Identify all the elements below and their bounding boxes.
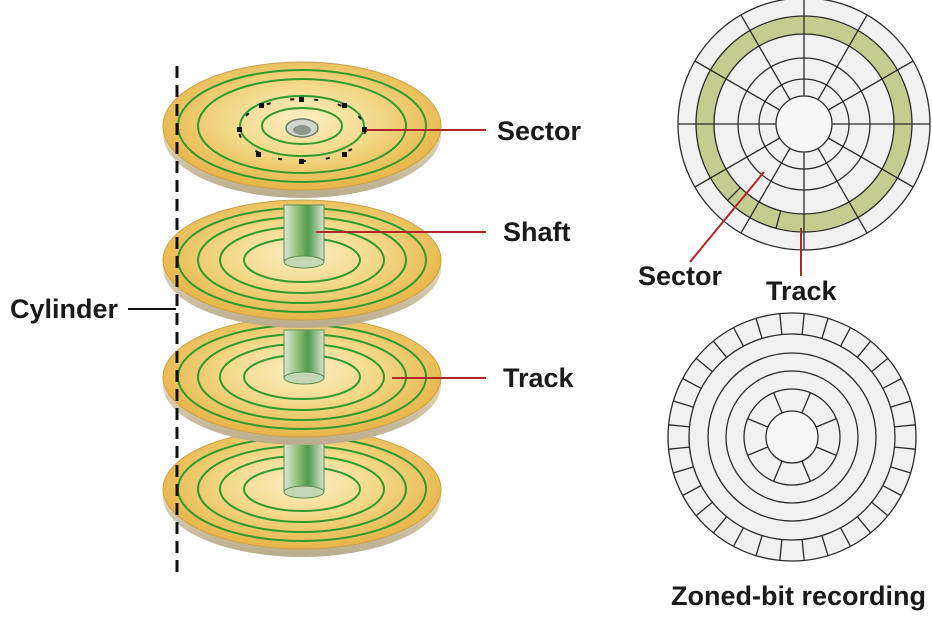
zoned-bit-diagram — [667, 312, 917, 562]
zbr-sector-divider — [695, 357, 713, 373]
zbr-sector-divider — [682, 485, 702, 497]
zbr-sector-divider — [682, 377, 702, 389]
zbr-sector-divider — [732, 527, 744, 547]
zbr-sector-divider — [755, 318, 763, 339]
zbr-sector-divider — [712, 340, 728, 358]
zbr-sector-divider — [668, 446, 690, 450]
zbr-sector-divider — [856, 340, 872, 358]
zbr-sector-divider — [747, 446, 769, 456]
label-track-diagram: Track — [766, 276, 838, 306]
zbr-sector-divider — [668, 424, 690, 428]
zbr-sector-divider — [840, 327, 852, 347]
platter-stack — [162, 61, 442, 557]
zbr-sector-divider — [871, 357, 889, 373]
label-track-stack: Track — [503, 363, 575, 393]
zbr-sector-divider — [856, 516, 872, 534]
zbr-sector-divider — [821, 535, 829, 556]
zbr-sector-divider — [773, 392, 783, 414]
zbr-sector-divider — [673, 466, 694, 474]
zbr-sector-divider — [673, 400, 694, 408]
zbr-sector-divider — [890, 466, 911, 474]
zbr-sector-divider — [779, 539, 783, 561]
zbr-sector-divider — [747, 418, 769, 428]
zbr-sector-divider — [815, 418, 837, 428]
label-shaft: Shaft — [503, 217, 571, 247]
platter-1 — [162, 61, 442, 198]
zbr-sector-divider — [801, 460, 811, 482]
zbr-sector-divider — [871, 501, 889, 517]
zbr-sector-divider — [815, 446, 837, 456]
zbr-sector-divider — [695, 501, 713, 517]
zbr-sector-divider — [840, 527, 852, 547]
label-sector-stack: Sector — [497, 116, 582, 146]
diagram-sector-leader-line — [689, 171, 765, 263]
label-sector-diagram: Sector — [638, 261, 723, 291]
shaft-segment-2 — [283, 329, 325, 385]
zbr-sector-divider — [882, 485, 902, 497]
zbr-sector-divider — [779, 313, 783, 335]
label-cylinder: Cylinder — [10, 294, 119, 324]
shaft-segment-1 — [283, 204, 325, 269]
zbr-sector-divider — [755, 535, 763, 556]
shaft-segment-3 — [283, 439, 325, 499]
zbr-sector-divider — [732, 327, 744, 347]
zbr-sector-divider — [894, 424, 916, 428]
zbr-sector-divider — [801, 539, 805, 561]
zbr-sector-divider — [801, 313, 805, 335]
zbr-sector-divider — [801, 392, 811, 414]
zbr-sector-divider — [821, 318, 829, 339]
zbr-sector-divider — [773, 460, 783, 482]
zbr-sector-divider — [890, 400, 911, 408]
zbr-sector-divider — [882, 377, 902, 389]
zbr-sector-divider — [712, 516, 728, 534]
label-zoned-bit-recording: Zoned-bit recording — [671, 581, 926, 611]
zbr-sector-divider — [894, 446, 916, 450]
sector-track-diagram — [677, 0, 931, 251]
